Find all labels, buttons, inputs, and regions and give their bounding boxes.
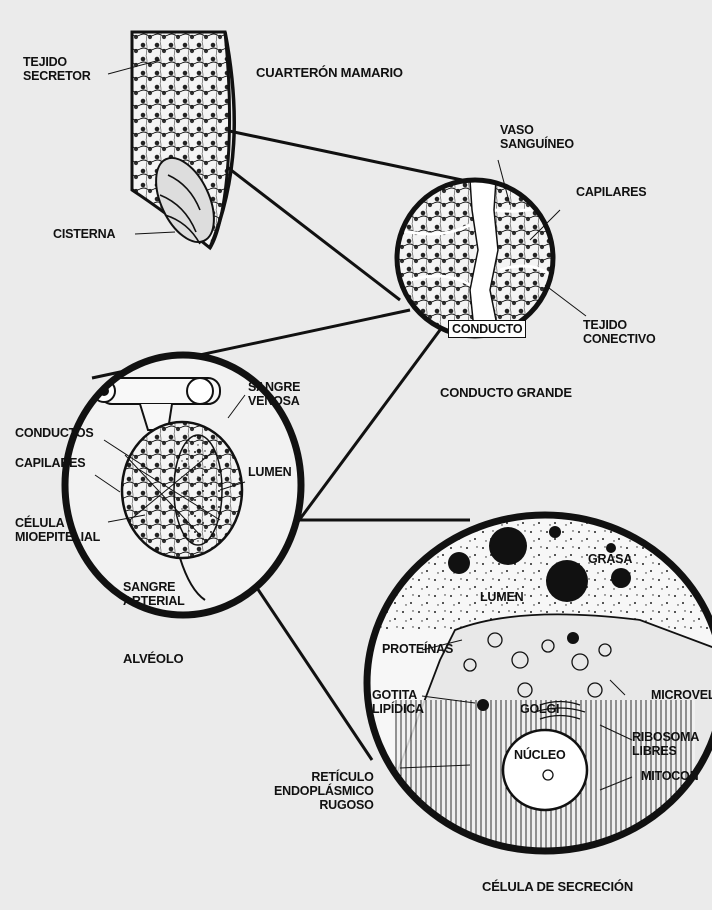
label-conducto: CONDUCTO <box>448 320 526 338</box>
label-conductos: CONDUCTOS <box>15 426 94 440</box>
label-lumen-celula: LUMEN <box>480 590 523 604</box>
label-ribosomas-libres: RIBOSOMA LIBRES <box>632 730 699 758</box>
label-grasa: GRASA <box>588 552 632 566</box>
label-proteinas: PROTEÍNAS <box>382 642 453 656</box>
label-celula-de-secrecion: CÉLULA DE SECRECIÓN <box>482 880 633 894</box>
label-reticulo-endoplasmico-rugoso: RETÍCULO ENDOPLÁSMICO RUGOSO <box>274 770 374 812</box>
label-gotita-lipidica: GOTITA LIPÍDICA <box>372 688 424 716</box>
label-tejido-conectivo: TEJIDO CONECTIVO <box>583 318 656 346</box>
label-alveolo: ALVÉOLO <box>123 652 183 666</box>
label-capilares-conducto: CAPILARES <box>576 185 646 199</box>
label-sangre-venosa: SANGRE VENOSA <box>248 380 300 408</box>
label-capilares-alveolo: CAPILARES <box>15 456 85 470</box>
label-vaso-sanguineo: VASO SANGUÍNEO <box>500 123 574 151</box>
label-cuarteron-mamario: CUARTERÓN MAMARIO <box>256 66 403 80</box>
label-mitocondrias: MITOCON <box>641 769 698 783</box>
label-celula-mioepitelial: CÉLULA MIOEPITELIAL <box>15 516 100 544</box>
label-microvellosidades: MICROVEL <box>651 688 712 702</box>
label-lumen-alveolo: LUMEN <box>248 465 291 479</box>
label-conducto-grande: CONDUCTO GRANDE <box>440 386 572 400</box>
label-tejido-secretor: TEJIDO SECRETOR <box>23 55 91 83</box>
label-cisterna: CISTERNA <box>53 227 115 241</box>
duct-magnified-circle <box>397 180 553 340</box>
label-sangre-arterial: SANGRE ARTERIAL <box>123 580 185 608</box>
label-nucleo: NÚCLEO <box>514 748 566 762</box>
label-golgi: GOLGI <box>520 702 559 716</box>
mammary-quarter-drawing <box>132 32 234 251</box>
